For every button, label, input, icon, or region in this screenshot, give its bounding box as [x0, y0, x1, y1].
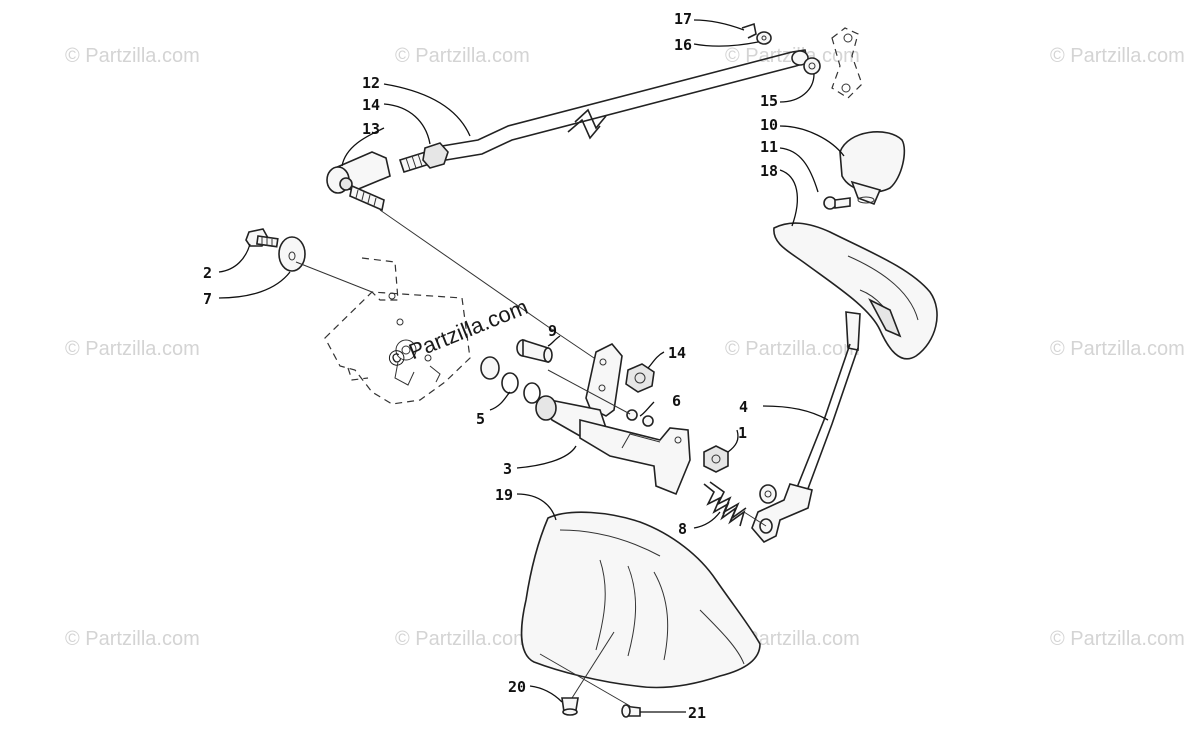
- shift-knob-part-10: [839, 131, 906, 206]
- watermark-tile: © Partzilla.com: [1050, 45, 1185, 67]
- callout-11: 11: [760, 138, 778, 156]
- bolt-part-2: [245, 228, 279, 248]
- spring-part-8: [703, 481, 747, 527]
- callout-1: 1: [738, 424, 747, 442]
- assembly-line-stud: [547, 369, 631, 415]
- screw-part-20: [561, 697, 579, 716]
- linkage-arm-outline: [831, 27, 863, 99]
- callout-10: 10: [760, 116, 778, 134]
- washer-part-16: [756, 31, 772, 45]
- assembly-line-rod-end: [379, 209, 561, 336]
- callout-6: 6: [672, 392, 681, 410]
- callout-14-lower: 14: [668, 344, 686, 362]
- o-ring-part-5: [501, 372, 541, 404]
- watermark-tile: © Partzilla.com: [65, 45, 200, 67]
- jam-nut-part-14-upper: [422, 142, 449, 169]
- watermark-tile: © Partzilla.com: [1050, 338, 1185, 360]
- shift-boot-part-18: [773, 222, 938, 360]
- stud-part-9: [516, 338, 553, 364]
- watermark-tile: © Partzilla.com: [65, 628, 200, 650]
- washer-part-6: [626, 409, 654, 427]
- shift-rod-part-12: [398, 49, 809, 173]
- assembly-line-screw-21: [539, 653, 631, 707]
- watermark-tile: © Partzilla.com: [65, 338, 200, 360]
- assembly-line-spring: [743, 511, 767, 527]
- assembly-line-screw-20: [571, 631, 615, 699]
- callout-2: 2: [203, 264, 212, 282]
- screw-part-11: [823, 196, 851, 210]
- callout-21: 21: [688, 704, 706, 722]
- callout-7: 7: [203, 290, 212, 308]
- callout-20: 20: [508, 678, 526, 696]
- callout-8: 8: [678, 520, 687, 538]
- callout-5: 5: [476, 410, 485, 428]
- console-cover-part-19: [520, 511, 761, 689]
- callout-12: 12: [362, 74, 380, 92]
- center-watermark: © Partzilla.com: [385, 294, 532, 373]
- washer-part-15: [803, 57, 821, 75]
- watermark-tile: © Partzilla.com: [725, 338, 860, 360]
- callout-13: 13: [362, 120, 380, 138]
- callout-17: 17: [674, 10, 692, 28]
- clip-part-17: [741, 22, 757, 39]
- watermark-tiles: © Partzilla.com © Partzilla.com © Partzi…: [65, 45, 1185, 650]
- watermark-tile: © Partzilla.com: [1050, 628, 1185, 650]
- callout-labels: 2 7 5 6 12 14 13 17 16 15 10 11 18 9 14 …: [203, 10, 778, 722]
- callout-4: 4: [739, 398, 748, 416]
- callout-18: 18: [760, 162, 778, 180]
- rod-end-part-13: [326, 151, 391, 212]
- bushing-sleeve: [480, 356, 500, 380]
- callout-15: 15: [760, 92, 778, 110]
- jam-nut-part-14-lower: [625, 363, 655, 393]
- callout-16: 16: [674, 36, 692, 54]
- callout-14-upper: 14: [362, 96, 380, 114]
- callout-19: 19: [495, 486, 513, 504]
- shift-lever-part-4: [751, 311, 861, 543]
- screw-part-21: [621, 704, 641, 718]
- watermark-tile: © Partzilla.com: [395, 628, 530, 650]
- shift-arm-part-3: [535, 343, 691, 496]
- frame-bracket-outline: [324, 257, 471, 405]
- assembly-line-rod-end-lower: [559, 334, 598, 361]
- washer-part-7: [278, 236, 306, 272]
- callout-leaders: [218, 19, 845, 713]
- watermark-tile: © Partzilla.com: [395, 45, 530, 67]
- callout-3: 3: [503, 460, 512, 478]
- assembly-line-bolt: [295, 261, 373, 293]
- nut-part-1: [703, 445, 729, 473]
- callout-9: 9: [548, 322, 557, 340]
